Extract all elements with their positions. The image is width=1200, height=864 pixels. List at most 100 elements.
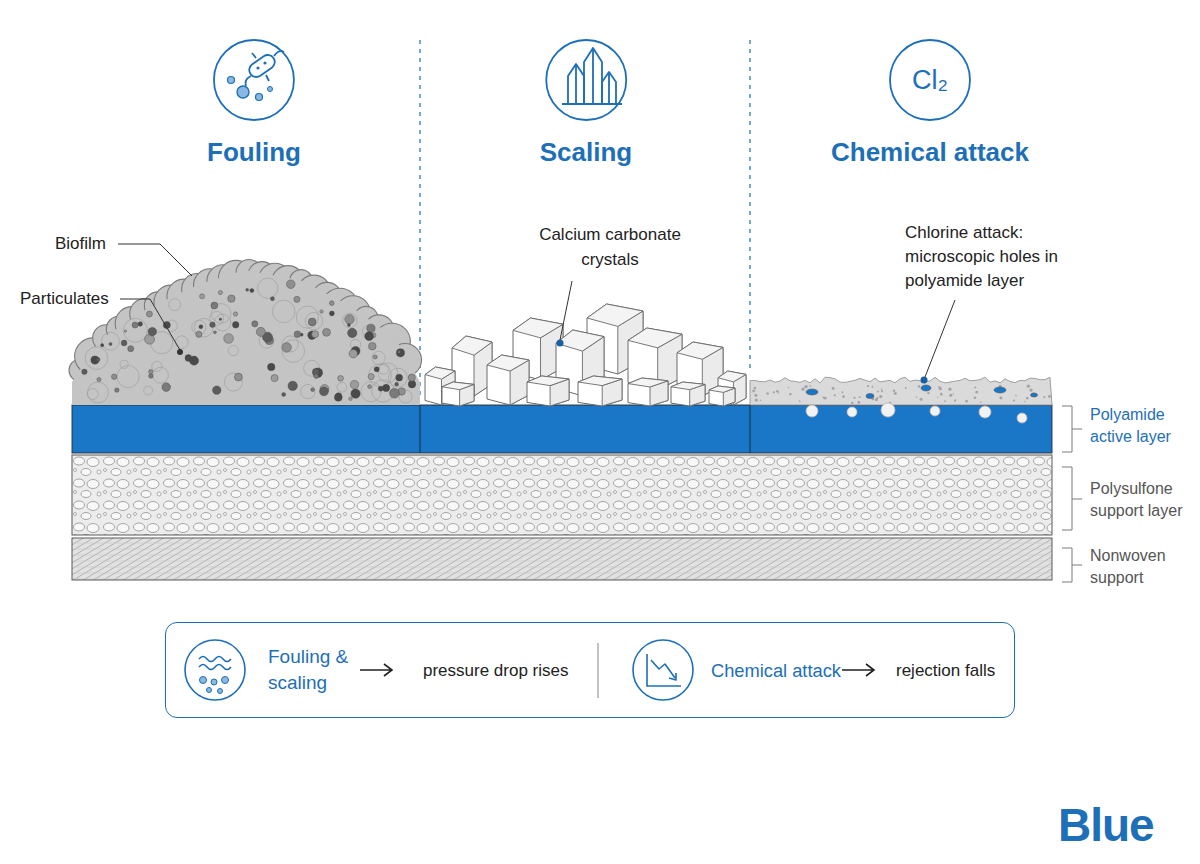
film-speck <box>877 390 879 392</box>
crystal <box>628 378 668 406</box>
biofilm-texture <box>85 347 108 370</box>
membrane-hole <box>994 387 1006 393</box>
biofilm-texture <box>282 336 298 352</box>
biofilm-mound <box>69 259 422 405</box>
biofilm-texture <box>258 278 278 298</box>
film-speck <box>788 387 790 389</box>
biofilm-texture <box>337 382 347 392</box>
particulate <box>286 280 295 289</box>
particulate <box>378 386 383 391</box>
degraded-film <box>750 377 1052 405</box>
dashed-divider <box>419 40 420 400</box>
particulate <box>190 356 199 365</box>
damage-bubble <box>979 406 991 418</box>
film-speck <box>760 399 762 401</box>
biofilm-texture <box>378 364 389 375</box>
nonwoven-layer <box>72 538 1052 580</box>
particulate <box>369 342 377 350</box>
film-speck <box>832 387 835 390</box>
particulate <box>199 325 203 329</box>
film-speck <box>853 397 855 399</box>
chart-axes <box>647 654 681 686</box>
particulate <box>282 343 292 353</box>
film-speck <box>953 393 954 394</box>
film-speck <box>954 399 956 401</box>
particulate <box>408 380 416 388</box>
film-speck <box>842 395 845 398</box>
particulate <box>408 374 415 381</box>
film-speck <box>974 396 977 399</box>
particulate <box>111 374 116 379</box>
bracket <box>1062 406 1082 452</box>
film-speck <box>766 392 769 395</box>
crystal-top <box>709 386 735 392</box>
film-speck <box>871 386 873 388</box>
film-speck <box>754 387 757 390</box>
particulate <box>115 388 119 392</box>
polyamide-layer <box>72 405 1052 453</box>
particulate <box>314 374 319 379</box>
particulate <box>329 311 334 316</box>
summary-icons <box>185 640 874 700</box>
column-heading: Chemical attack <box>823 136 1037 168</box>
film-speck <box>916 396 918 398</box>
particulate <box>311 388 315 392</box>
crystal-outline <box>671 382 705 406</box>
film-speck <box>974 387 976 389</box>
badge-outline <box>532 38 640 122</box>
film-speck <box>755 398 758 401</box>
particulate <box>246 288 249 291</box>
particulate <box>349 350 357 358</box>
crystal-top <box>527 376 569 386</box>
biofilm-texture <box>224 373 242 391</box>
particulate <box>338 375 344 381</box>
particulate <box>271 375 278 382</box>
particle <box>237 86 249 98</box>
particulate <box>213 386 221 394</box>
particulate <box>288 381 297 390</box>
crystal-top <box>671 382 705 390</box>
particulate <box>250 289 254 293</box>
particulate <box>82 369 87 374</box>
film-speck <box>948 387 951 390</box>
film-speck <box>949 394 952 397</box>
biofilm-texture <box>152 361 162 371</box>
leader-line <box>118 244 192 276</box>
leader-lines <box>118 244 955 384</box>
crystal-top <box>487 355 529 371</box>
crystal-top <box>442 382 474 390</box>
film-speck <box>752 390 755 393</box>
damage-bubble <box>806 405 818 417</box>
film-speck <box>1013 399 1015 401</box>
leader-dot <box>921 377 928 384</box>
particulate <box>256 327 265 336</box>
particulate <box>233 312 237 316</box>
damage-bubble <box>881 403 895 417</box>
leader-dot <box>557 340 564 347</box>
film-speck <box>944 400 946 402</box>
film-speck <box>851 402 853 404</box>
layer-label: Polysulfone support layer <box>1090 478 1196 522</box>
particle <box>228 77 235 84</box>
crystal-facet <box>562 48 622 104</box>
formula-symbol: Cl₂ <box>823 63 1037 97</box>
film-speck <box>778 392 780 394</box>
film-speck <box>859 396 861 398</box>
icon-ring <box>633 640 693 700</box>
film-speck <box>905 387 907 389</box>
granule <box>263 61 266 64</box>
biofilm-texture <box>214 314 231 331</box>
particulate <box>323 328 331 336</box>
dashed-divider <box>749 40 750 372</box>
particulate <box>374 367 379 372</box>
film-speck <box>937 396 938 397</box>
particulate <box>294 296 300 302</box>
particulate <box>200 294 205 299</box>
film-speck <box>876 397 878 399</box>
film-speck <box>999 397 1002 400</box>
film-speck <box>1043 396 1045 398</box>
particulate <box>349 397 353 401</box>
biofilm-texture <box>120 360 128 368</box>
particulate <box>313 368 323 378</box>
